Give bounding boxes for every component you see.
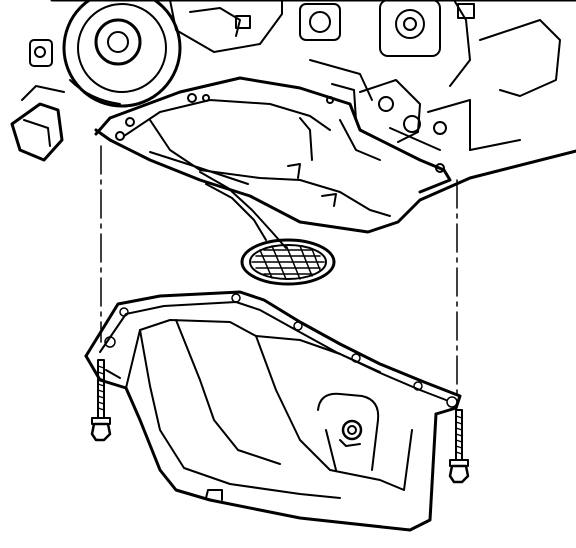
- oil-pump-pickup: [199, 171, 336, 286]
- oil-pan-bolt-right: [448, 409, 470, 484]
- crank-pulley: [62, 0, 182, 108]
- oil-pump-pickup-screen: [240, 238, 336, 286]
- engine-block: [10, 0, 576, 286]
- block-outline: [50, 0, 576, 234]
- block-castings: [169, 0, 561, 161]
- upper-oil-pan-flange: [94, 76, 452, 217]
- oil-pan-bolt-left: [90, 359, 112, 442]
- oil-pan: [84, 290, 462, 532]
- bolt-alignment-lines: [100, 145, 458, 401]
- oil-drain-plug: [339, 419, 363, 447]
- oil-pan-flange: [84, 290, 462, 416]
- oil-pan-body: [84, 354, 438, 532]
- front-bracket: [10, 39, 65, 162]
